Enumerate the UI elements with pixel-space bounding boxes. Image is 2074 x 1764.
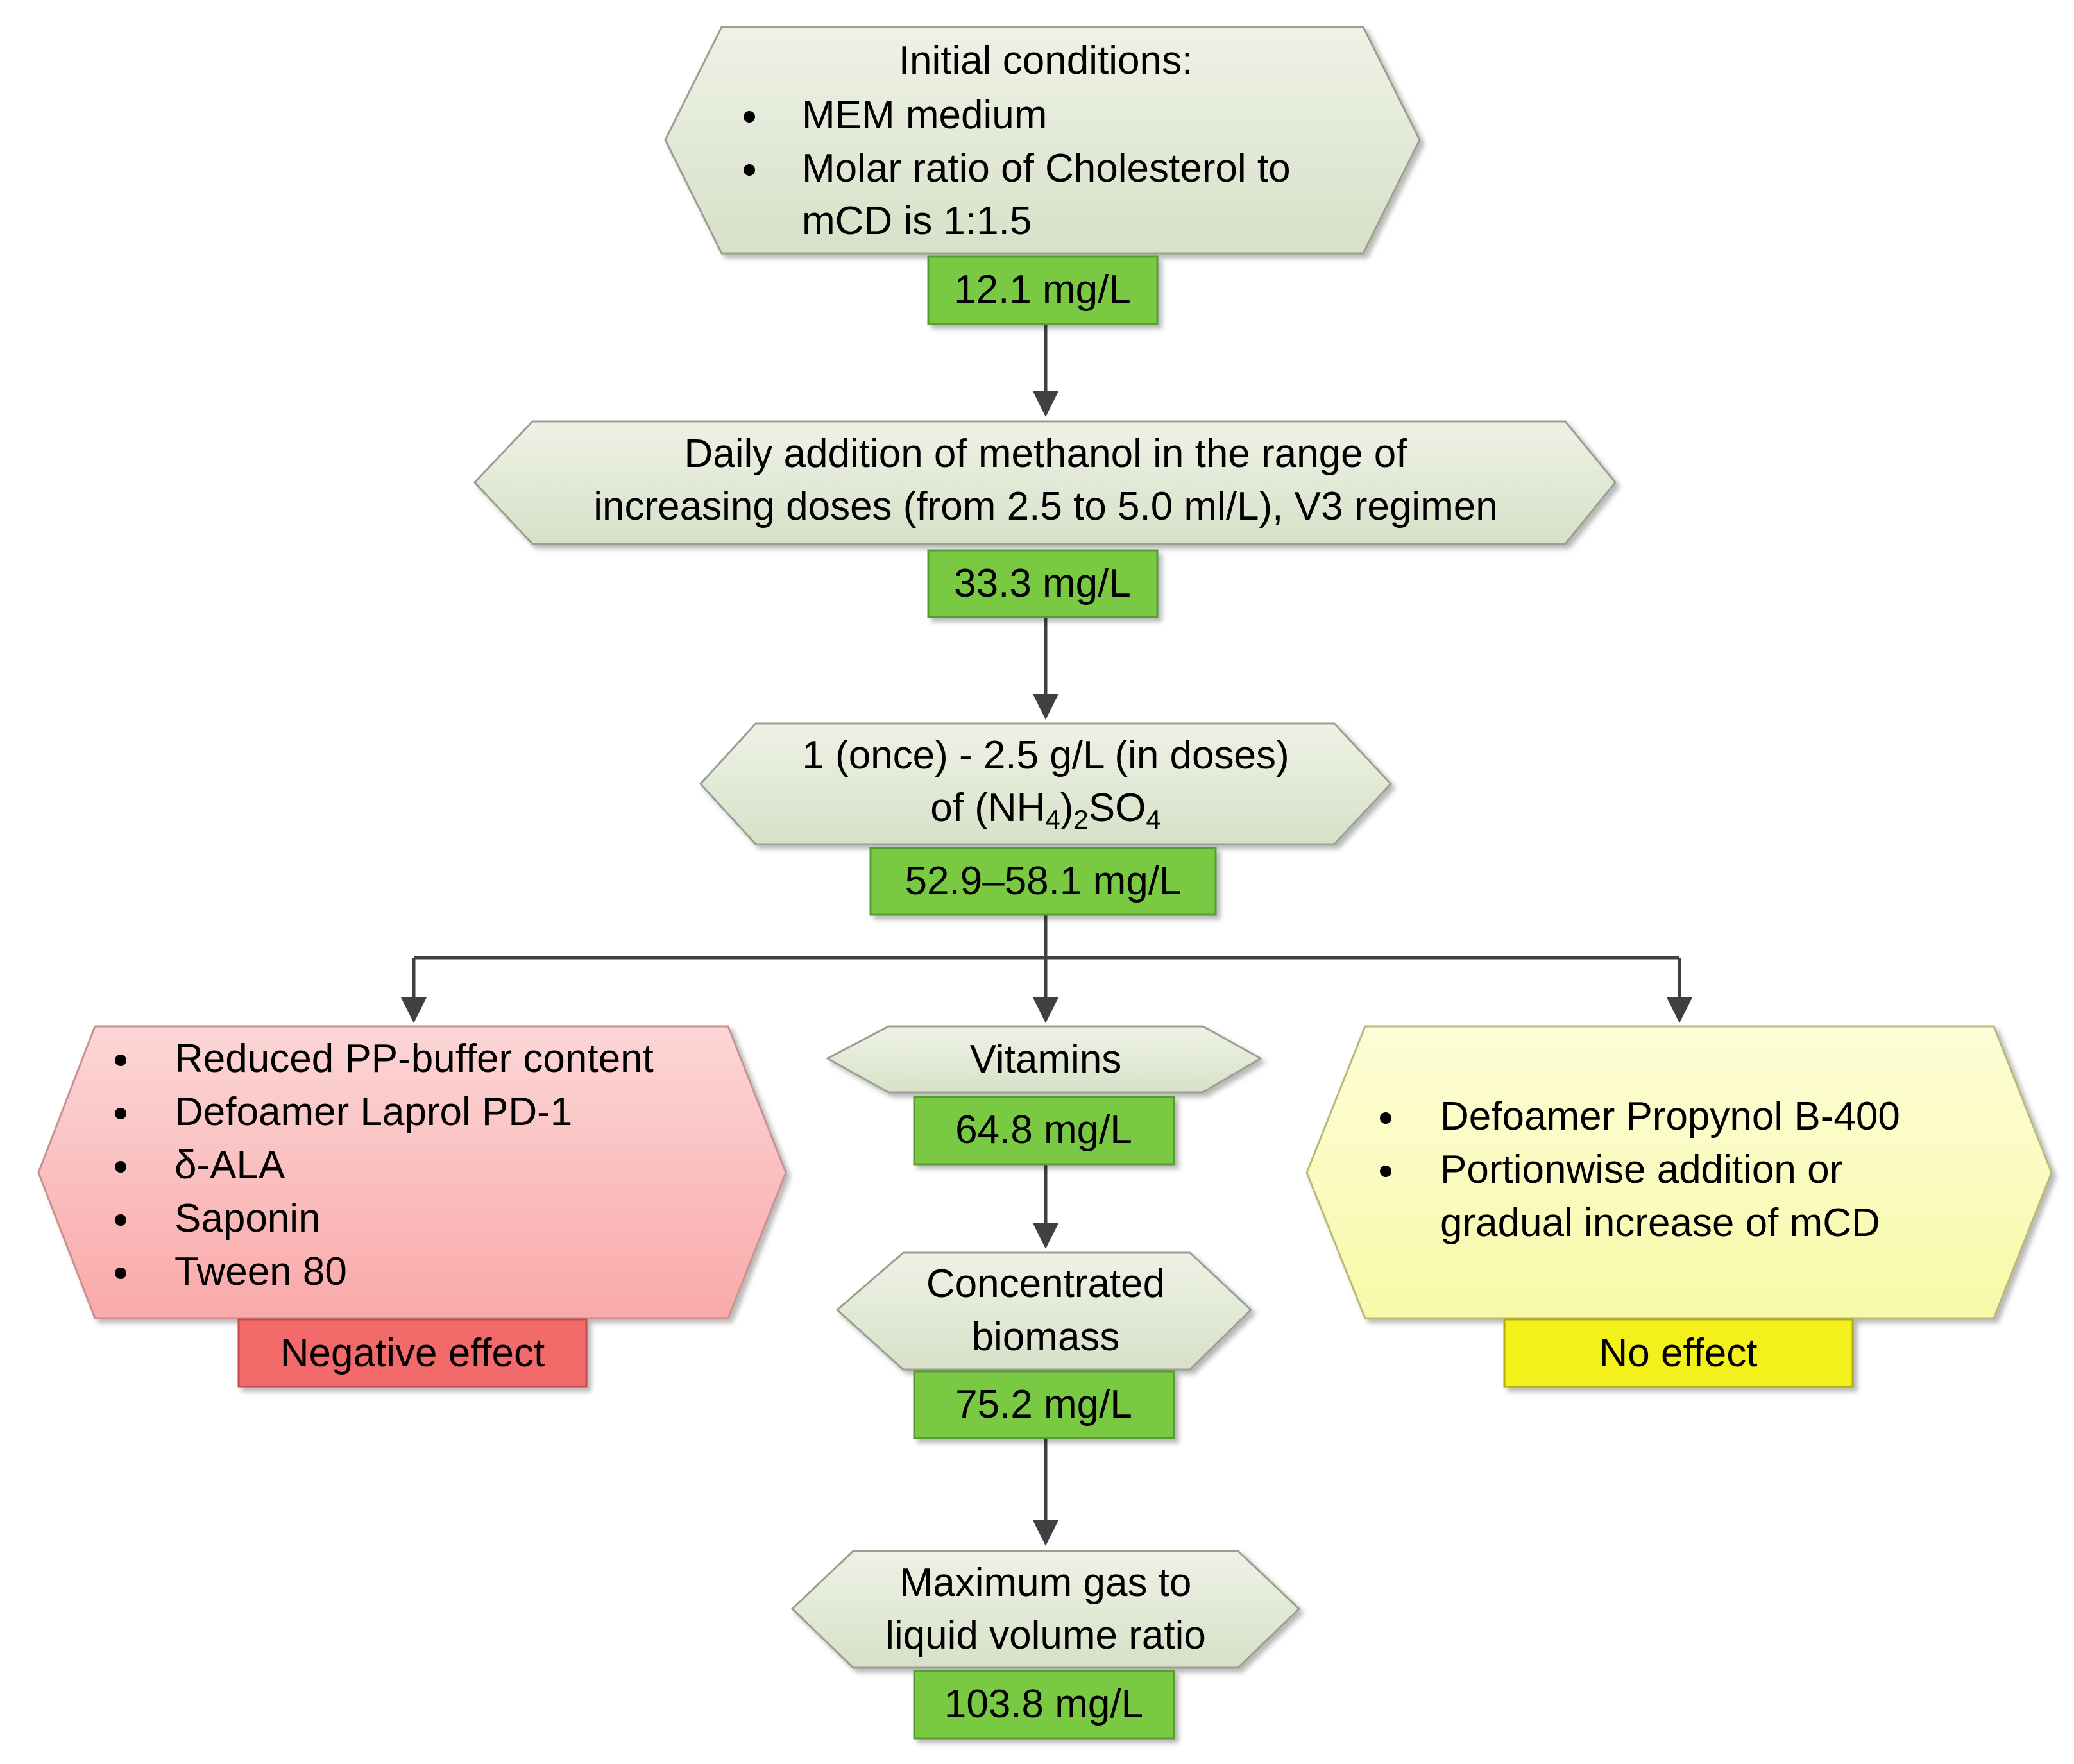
initial-title: Initial conditions: — [899, 38, 1193, 83]
initial-hexagon — [664, 26, 1421, 255]
negative-bullet-2: Defoamer Laprol PD-1 — [174, 1090, 572, 1134]
initial-bullet-2-cont: mCD is 1:1.5 — [802, 199, 1032, 243]
methanol-value-box — [927, 549, 1159, 618]
initial-bullet-1: MEM medium — [802, 93, 1047, 137]
bullet-icon — [115, 1268, 126, 1279]
no-effect-bullet-2: Portionwise addition or — [1440, 1148, 1842, 1192]
arrow-head-icon — [1033, 694, 1058, 720]
no-effect-bullet-2-cont: gradual increase of mCD — [1440, 1201, 1880, 1245]
no-effect-label-box — [1503, 1318, 1854, 1388]
vitamins-label: Vitamins — [970, 1037, 1122, 1081]
no-effect-label: No effect — [1599, 1331, 1757, 1375]
bullet-icon — [115, 1214, 126, 1226]
bullet-icon — [115, 1055, 126, 1066]
gas-ratio-node: Maximum gas to liquid volume ratio 103.8… — [790, 1550, 1301, 1740]
negative-effect-node: Reduced PP-buffer content Defoamer Lapro… — [37, 1025, 787, 1388]
bullet-icon — [115, 1161, 126, 1173]
initial-conditions-node: Initial conditions: MEM medium Molar rat… — [664, 26, 1421, 325]
negative-hexagon — [37, 1025, 787, 1319]
initial-bullet-2: Molar ratio of Cholesterol to — [802, 146, 1291, 191]
negative-bullet-4: Saponin — [174, 1196, 321, 1241]
methanol-line-1: Daily addition of methanol in the range … — [684, 432, 1407, 476]
bullet-icon — [115, 1108, 126, 1119]
methanol-node: Daily addition of methanol in the range … — [473, 420, 1617, 618]
ammonium-hexagon — [699, 722, 1393, 845]
initial-value: 12.1 mg/L — [954, 267, 1131, 312]
methanol-line-2: increasing doses (from 2.5 to 5.0 ml/L),… — [593, 484, 1497, 529]
gas-value-box — [913, 1670, 1175, 1740]
initial-value-box — [927, 255, 1159, 325]
bullet-icon — [744, 111, 755, 123]
vitamins-value-box — [913, 1096, 1175, 1166]
vitamins-value: 64.8 mg/L — [955, 1108, 1132, 1152]
negative-bullet-1: Reduced PP-buffer content — [174, 1037, 654, 1081]
biomass-node: Concentrated biomass 75.2 mg/L — [835, 1251, 1253, 1439]
no-effect-node: Defoamer Propynol B-400 Portionwise addi… — [1305, 1025, 2053, 1388]
arrow-head-icon — [1033, 391, 1058, 417]
negative-bullet-3: δ-ALA — [174, 1143, 285, 1187]
arrow-head-icon — [1033, 1520, 1058, 1546]
biomass-value: 75.2 mg/L — [955, 1382, 1132, 1427]
ammonium-value-box — [869, 847, 1217, 916]
ammonium-line-1: 1 (once) - 2.5 g/L (in doses) — [802, 733, 1289, 777]
gas-line-2: liquid volume ratio — [885, 1613, 1206, 1658]
methanol-hexagon — [473, 420, 1617, 545]
bullet-icon — [744, 164, 755, 176]
arrow-head-icon — [401, 997, 427, 1023]
negative-bullet-5: Tween 80 — [174, 1250, 347, 1294]
biomass-line-2: biomass — [972, 1315, 1120, 1359]
negative-label-box — [237, 1318, 588, 1388]
gas-value: 103.8 mg/L — [944, 1682, 1143, 1726]
bullet-icon — [1380, 1112, 1391, 1124]
gas-hexagon — [790, 1550, 1301, 1669]
bullet-icon — [1380, 1166, 1391, 1177]
ammonium-line-2: of (NH4)2SO4 — [930, 786, 1160, 835]
connectors — [401, 324, 1692, 1546]
no-effect-hexagon — [1305, 1025, 2053, 1319]
no-effect-bullet-1: Defoamer Propynol B-400 — [1440, 1094, 1900, 1139]
vitamins-node: Vitamins 64.8 mg/L — [825, 1025, 1263, 1166]
biomass-line-1: Concentrated — [926, 1262, 1165, 1306]
arrow-head-icon — [1033, 1223, 1058, 1249]
negative-label: Negative effect — [280, 1331, 545, 1375]
arrow-head-icon — [1033, 997, 1058, 1023]
biomass-hexagon — [835, 1251, 1253, 1371]
arrow-head-icon — [1667, 997, 1692, 1023]
biomass-value-box — [913, 1370, 1175, 1439]
ammonium-node: 1 (once) - 2.5 g/L (in doses) of (NH4)2S… — [699, 722, 1393, 916]
gas-line-1: Maximum gas to — [900, 1561, 1192, 1605]
vitamins-hexagon — [825, 1025, 1263, 1094]
ammonium-value: 52.9–58.1 mg/L — [905, 859, 1182, 903]
methanol-value: 33.3 mg/L — [954, 561, 1131, 606]
